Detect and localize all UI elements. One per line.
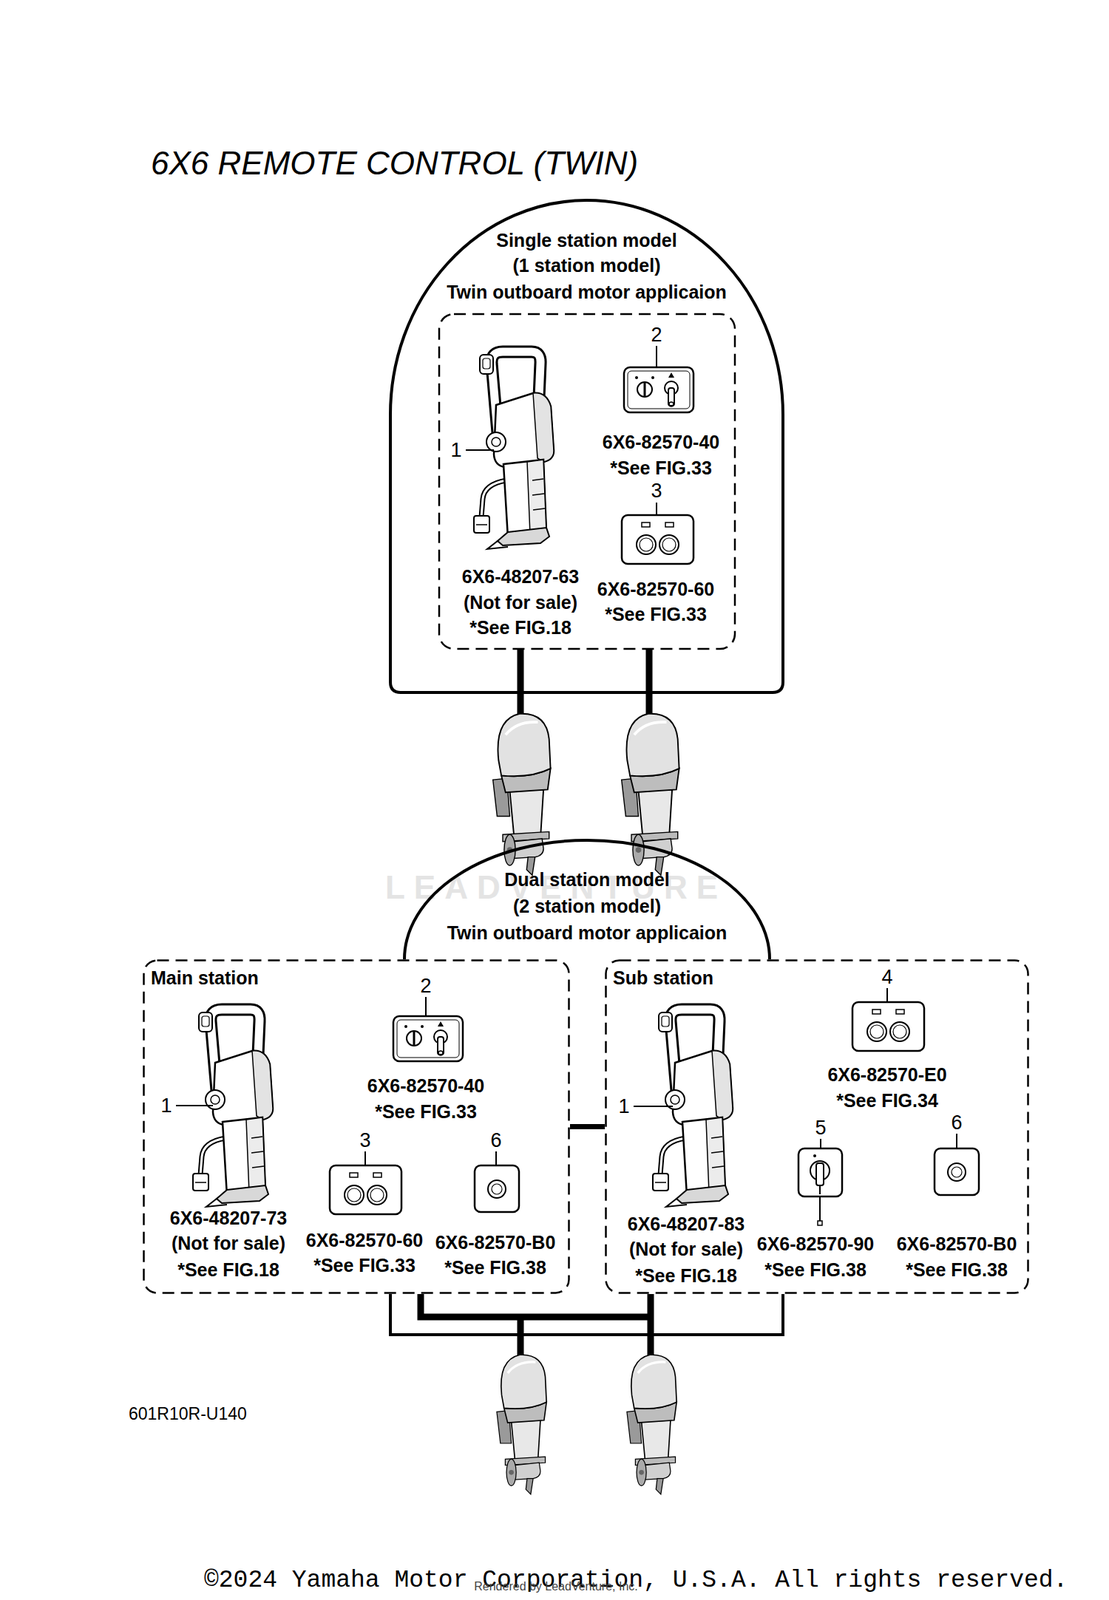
control-cable [646,649,653,719]
callout-number: 2 [419,975,432,999]
part-label: 6X6-48207-83 [627,1213,745,1236]
leader-line [886,988,888,1003]
part-label: 6X6-82570-60 [597,578,715,601]
render-credit: Rendered by LeadVenture, Inc. [473,1580,639,1595]
callout-number: 6 [490,1129,502,1153]
node-heading: Single station model [388,231,785,250]
switch-panel [623,367,694,413]
switch-panel [329,1165,402,1215]
switch-panel [798,1148,843,1226]
remote-control [652,1009,733,1208]
node-heading: Sub station [612,969,714,988]
part-label: (Not for sale) [463,592,578,614]
node-subheading: Twin outboard motor applicaion [402,924,772,943]
part-label: *See FIG.38 [905,1259,1008,1282]
figure-code: 601R10R-U140 [128,1404,247,1425]
part-label: *See FIG.33 [374,1101,477,1124]
switch-panel [474,1165,520,1213]
leader-line [633,1106,673,1108]
part-label: 6X6-82570-E0 [827,1064,947,1087]
model-arch: Dual station model (2 station model) Twin … [402,839,772,960]
switch-panel [852,1002,925,1052]
outboard-motor [626,1355,677,1495]
switch-panel [621,515,694,565]
switch-panel [393,1016,463,1062]
callout-number: 1 [450,439,462,463]
remote-control [192,1009,273,1208]
leader-line [465,449,494,451]
leader-line [175,1105,213,1107]
dashed-outline [606,961,1029,1294]
leader-line [495,1151,497,1166]
part-label: *See FIG.18 [635,1265,738,1288]
part-label: *See FIG.38 [444,1257,547,1280]
part-label: *See FIG.33 [609,457,712,480]
part-label: 6X6-82570-90 [757,1233,874,1256]
dashed-group [439,314,735,650]
node-subheading: Twin outboard motor applicaion [388,283,785,302]
part-label: *See FIG.34 [836,1090,939,1112]
part-label: (Not for sale) [171,1233,286,1255]
callout-number: 3 [359,1129,371,1153]
leader-line [364,1151,366,1166]
part-label: 6X6-82570-B0 [435,1232,556,1254]
part-label: (Not for sale) [629,1239,744,1261]
outboard-motor [493,714,551,877]
part-label: 6X6-48207-73 [170,1208,287,1230]
outboard-motor [496,1355,547,1495]
leader-line [819,1139,822,1149]
node-subheading: (1 station model) [388,256,785,276]
leader-line [655,502,658,516]
node-heading: Main station [150,969,259,988]
part-label: 6X6-48207-63 [462,566,579,588]
callout-number: 5 [814,1117,826,1141]
leader-line [655,346,658,368]
part-label: *See FIG.38 [764,1259,867,1282]
leader-line [955,1134,958,1149]
connector-cable [570,1124,605,1130]
node-heading: Dual station model [402,870,772,890]
control-cable [420,1294,651,1359]
part-label: *See FIG.33 [313,1255,416,1277]
model-arch: Single station model (1 station model) Twi… [388,198,785,695]
callout-number: 1 [618,1095,630,1119]
callout-number: 4 [881,966,893,990]
part-label: *See FIG.33 [604,604,707,626]
control-cable [517,649,525,719]
part-label: *See FIG.18 [177,1259,280,1282]
outboard-motor [621,714,680,877]
dashed-outline [144,961,570,1294]
part-label: 6X6-82570-60 [306,1230,423,1252]
node-subheading: (2 station model) [402,897,772,917]
callout-number: 1 [160,1094,172,1118]
diagram-title: 6X6 REMOTE CONTROL (TWIN) [150,147,639,180]
part-label: 6X6-82570-40 [602,431,720,454]
callout-number: 3 [650,479,662,503]
leader-line [425,997,427,1017]
part-label: *See FIG.18 [469,617,572,639]
part-label: 6X6-82570-B0 [896,1233,1018,1256]
switch-panel [934,1148,979,1196]
callout-number: 6 [950,1111,962,1135]
part-label: 6X6-82570-40 [367,1075,485,1098]
callout-number: 2 [650,323,662,347]
